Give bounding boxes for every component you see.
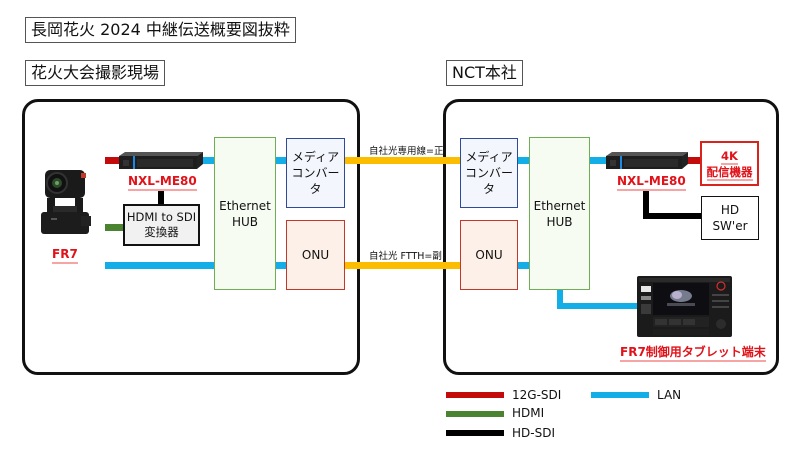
cable-lan-camera-hub xyxy=(105,262,215,269)
tablet-label: FR7制御用タブレット端末 xyxy=(620,345,766,362)
hub-left-line1: Ethernet xyxy=(219,198,271,213)
hdsw-line2: SW'er xyxy=(712,219,748,233)
ethernet-hub-right: Ethernet HUB xyxy=(529,137,590,290)
legend-swatch-hd-sdi xyxy=(446,430,504,436)
cable-lan-mc-hub-right xyxy=(517,157,530,164)
hub-left-line2: HUB xyxy=(231,214,259,229)
fiber-secondary-label: 自社光 FTTH=副 xyxy=(369,251,442,262)
hub-right-line2: HUB xyxy=(546,214,573,229)
cable-lan-hub-tablet-h xyxy=(557,303,637,309)
cable-lan-hub-onu-left xyxy=(275,262,287,269)
decoder-nxl-me80-right xyxy=(606,152,688,170)
onu-right-label: ONU xyxy=(475,248,503,262)
hdsw-line1: HD xyxy=(720,203,740,217)
diagram-title: 長岡花火 2024 中継伝送概要図抜粋 xyxy=(25,17,296,43)
media-converter-right: メディア コンバータ xyxy=(460,138,518,208)
cable-lan-encoder-hub xyxy=(203,157,215,164)
cable-hd-sdi-converter-encoder xyxy=(158,190,164,205)
site-label-left: 花火大会撮影現場 xyxy=(25,60,166,86)
4k-line2: 配信機器 xyxy=(706,164,753,181)
media-converter-left: メディア コンバータ xyxy=(286,138,345,208)
camera-fr7 xyxy=(37,168,95,238)
cable-hd-sdi-decoder-sw-h xyxy=(643,213,703,219)
cable-lan-onu-hub-right xyxy=(517,262,530,269)
cable-lan-hub-decoder xyxy=(590,157,606,164)
hdmi-to-sdi-converter: HDMI to SDI 変換器 xyxy=(123,204,200,246)
onu-left: ONU xyxy=(286,220,345,290)
legend-label-hdmi: HDMI xyxy=(512,406,545,420)
onu-right: ONU xyxy=(460,220,518,290)
ptz-camera-icon xyxy=(41,170,91,234)
converter-line1: HDMI to SDI xyxy=(126,210,197,224)
rack-unit-icon xyxy=(119,152,203,169)
hd-switcher: HD SW'er xyxy=(701,196,759,240)
cable-hd-sdi-decoder-sw-v xyxy=(643,190,649,218)
fiber-secondary-line xyxy=(345,262,460,269)
converter-line2: 変換器 xyxy=(144,225,179,239)
decoder-label-right: NXL-ME80 xyxy=(617,174,686,191)
control-tablet xyxy=(637,276,732,337)
camera-label: FR7 xyxy=(52,247,78,264)
rack-unit-icon xyxy=(606,152,688,169)
mc-left-line1: メディア xyxy=(291,150,340,164)
4k-distribution-device: 4K 配信機器 xyxy=(700,141,759,186)
4k-line1: 4K xyxy=(721,148,738,165)
cable-hdmi-camera-converter xyxy=(105,224,123,231)
legend-label-hd-sdi: HD-SDI xyxy=(512,426,555,440)
ethernet-hub-left: Ethernet HUB xyxy=(214,137,276,290)
fiber-primary-label: 自社光専用線=正 xyxy=(369,146,444,157)
encoder-label-left: NXL-ME80 xyxy=(128,174,197,191)
encoder-nxl-me80-left xyxy=(119,152,203,170)
site-label-right: NCT本社 xyxy=(446,60,523,86)
cable-lan-hub-mc-left xyxy=(275,157,287,164)
legend-swatch-hdmi xyxy=(446,411,504,417)
hub-right-line1: Ethernet xyxy=(533,198,586,213)
legend-swatch-12g-sdi xyxy=(446,392,504,398)
mc-right-line1: メディア xyxy=(465,150,513,164)
cable-12g-sdi-camera-encoder xyxy=(105,157,119,164)
cable-lan-hub-tablet-v xyxy=(557,288,563,308)
mc-left-line2: コンバータ xyxy=(291,166,340,196)
legend-label-lan: LAN xyxy=(657,388,682,402)
cable-12g-sdi-decoder-4k xyxy=(688,157,702,164)
fiber-primary-line xyxy=(345,157,460,164)
tablet-screen-icon xyxy=(637,276,732,337)
onu-left-label: ONU xyxy=(301,248,330,262)
legend-label-12g-sdi: 12G-SDI xyxy=(512,388,562,402)
mc-right-line2: コンバータ xyxy=(464,166,513,196)
legend-swatch-lan xyxy=(591,392,649,398)
